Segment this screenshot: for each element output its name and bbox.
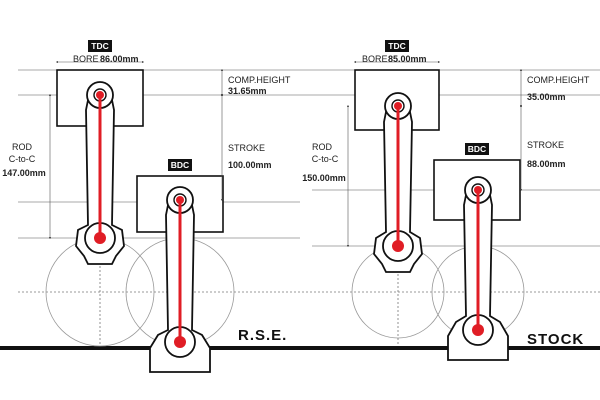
rse-tdc-tag-bg bbox=[88, 40, 112, 52]
ground-line bbox=[0, 346, 600, 350]
stock-bdc-tag: BDC bbox=[468, 144, 486, 154]
rse-rod-label-2: C-to-C bbox=[9, 154, 36, 164]
stock-stroke-value: 88.00mm bbox=[527, 159, 566, 169]
stock-bore-label: BORE bbox=[362, 54, 388, 64]
stock-rod-label-2: C-to-C bbox=[312, 154, 339, 164]
stock-assembly: TDC BORE 85.00mm BDC ROD C-to-C 150.00mm… bbox=[302, 40, 600, 361]
rse-assembly: TDC BORE 86.00mm BDC ROD C-to-C 147.00mm… bbox=[2, 40, 300, 373]
rse-bore-label: BORE bbox=[73, 54, 99, 64]
rse-rod-label-1: ROD bbox=[12, 142, 33, 152]
rse-comp-height-label: COMP.HEIGHT bbox=[228, 75, 291, 85]
rse-comp-height-value: 31.65mm bbox=[228, 86, 267, 96]
rse-tdc-tag: TDC bbox=[91, 41, 108, 51]
stock-rod-label-1: ROD bbox=[312, 142, 333, 152]
stock-comp-height-value: 35.00mm bbox=[527, 92, 566, 102]
stock-name: STOCK bbox=[527, 331, 584, 348]
stock-stroke-label: STROKE bbox=[527, 140, 564, 150]
stock-bore-value: 85.00mm bbox=[388, 54, 427, 64]
stock-rod-value: 150.00mm bbox=[302, 173, 346, 183]
rse-name: R.S.E. bbox=[238, 327, 287, 344]
stock-comp-height-label: COMP.HEIGHT bbox=[527, 75, 590, 85]
rse-bdc-tag: BDC bbox=[171, 160, 189, 170]
stock-tdc-tag: TDC bbox=[388, 41, 405, 51]
stock-tdc-tag-bg bbox=[385, 40, 409, 52]
rse-stroke-label: STROKE bbox=[228, 143, 265, 153]
rse-stroke-value: 100.00mm bbox=[228, 160, 272, 170]
rse-rod-value: 147.00mm bbox=[2, 168, 46, 178]
stock-bdc-tag-bg bbox=[465, 143, 489, 155]
rse-bore-value: 86.00mm bbox=[100, 54, 139, 64]
rse-bdc-tag-bg bbox=[168, 159, 192, 171]
